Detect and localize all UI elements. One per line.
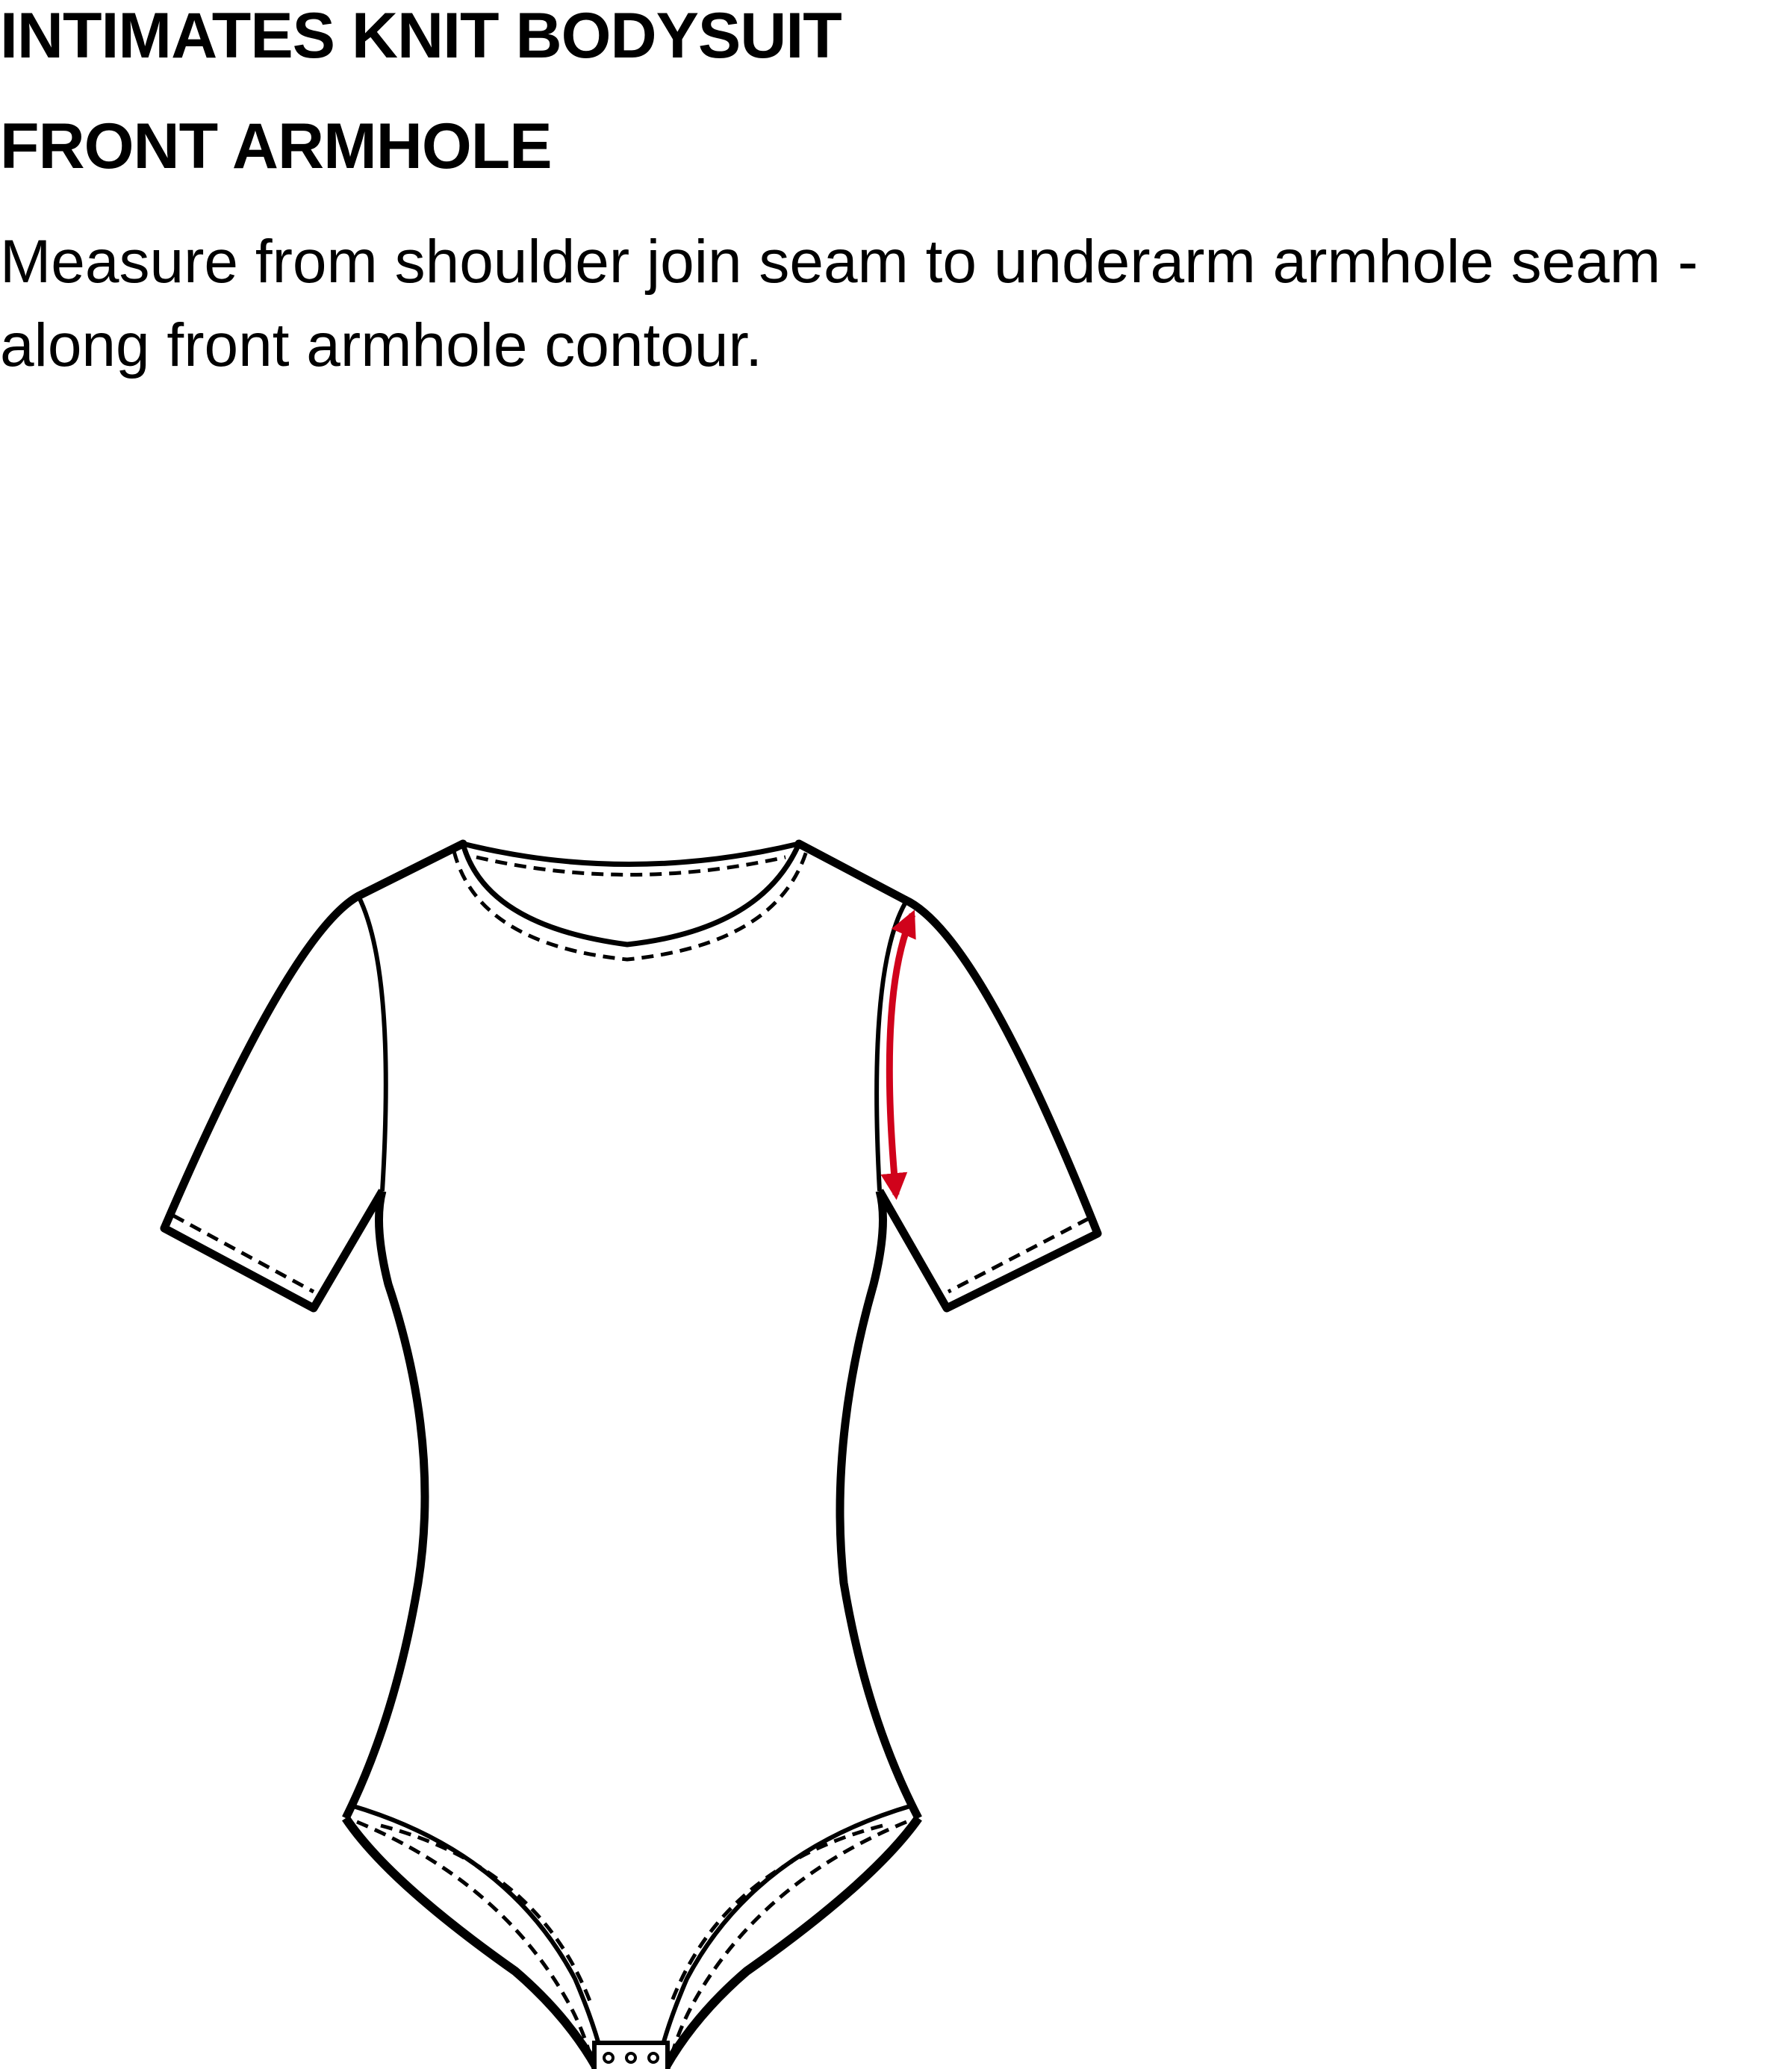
left-sleeve bbox=[160, 892, 386, 1313]
crotch-snap-tab bbox=[592, 2041, 670, 2069]
left-leg-stitching-inner bbox=[380, 1823, 592, 2002]
left-leg-stitching-outer bbox=[356, 1820, 596, 2069]
left-armhole-seam bbox=[356, 895, 388, 1192]
instruction-line-2: along front armhole contour. bbox=[0, 311, 763, 379]
right-leg-opening bbox=[660, 1815, 922, 2069]
instruction-line-1: Measure from shoulder join seam to under… bbox=[0, 228, 1699, 296]
right-leg-stitching-outer bbox=[666, 1820, 907, 2069]
measurement-instruction: Measure from shoulder join seam to under… bbox=[0, 220, 1792, 388]
left-sleeve-hem-stitching bbox=[172, 1213, 315, 1294]
left-leg-binding bbox=[350, 1803, 607, 2069]
left-leg-opening bbox=[342, 1815, 602, 2069]
snap-button bbox=[625, 2052, 637, 2064]
snap-button bbox=[603, 2052, 615, 2064]
neckline bbox=[462, 841, 800, 867]
left-side-seam bbox=[342, 1189, 429, 1820]
snap-button bbox=[647, 2052, 659, 2064]
neckline-binding bbox=[460, 842, 802, 948]
double-headed-arrow-icon bbox=[880, 909, 916, 1201]
right-sleeve-hem-stitching bbox=[947, 1216, 1090, 1294]
right-armhole-seam bbox=[874, 902, 907, 1192]
right-leg-stitching-inner bbox=[670, 1823, 883, 2002]
right-leg-binding bbox=[655, 1803, 913, 2069]
right-side-seam bbox=[836, 1189, 922, 1820]
neckline-stitching-inner bbox=[452, 850, 809, 962]
neckline-stitching bbox=[476, 855, 786, 877]
measurement-name: FRONT ARMHOLE bbox=[0, 111, 553, 182]
right-sleeve bbox=[876, 896, 1102, 1313]
right-shoulder bbox=[794, 839, 909, 904]
page-title: INTIMATES KNIT BODYSUIT bbox=[0, 0, 842, 72]
left-shoulder bbox=[354, 839, 467, 900]
